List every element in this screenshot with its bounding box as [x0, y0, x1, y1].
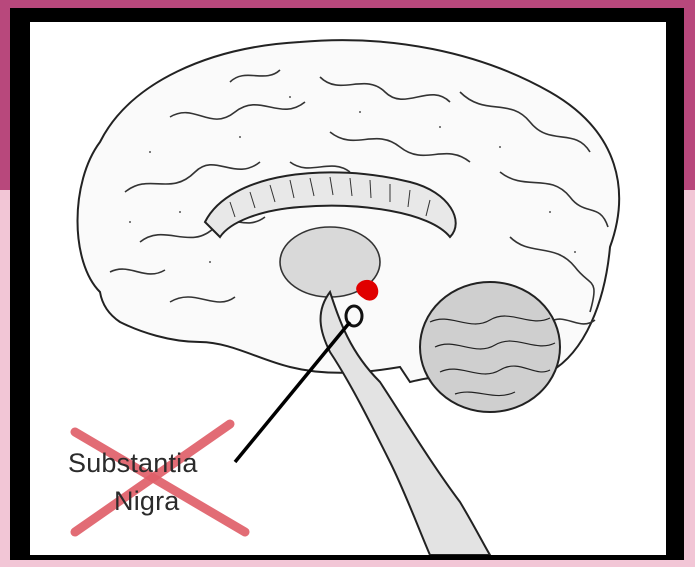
label-substantia: Substantia [68, 450, 198, 477]
label-nigra: Nigra [114, 488, 180, 515]
brain-illustration: Substantia Nigra [30, 22, 666, 555]
